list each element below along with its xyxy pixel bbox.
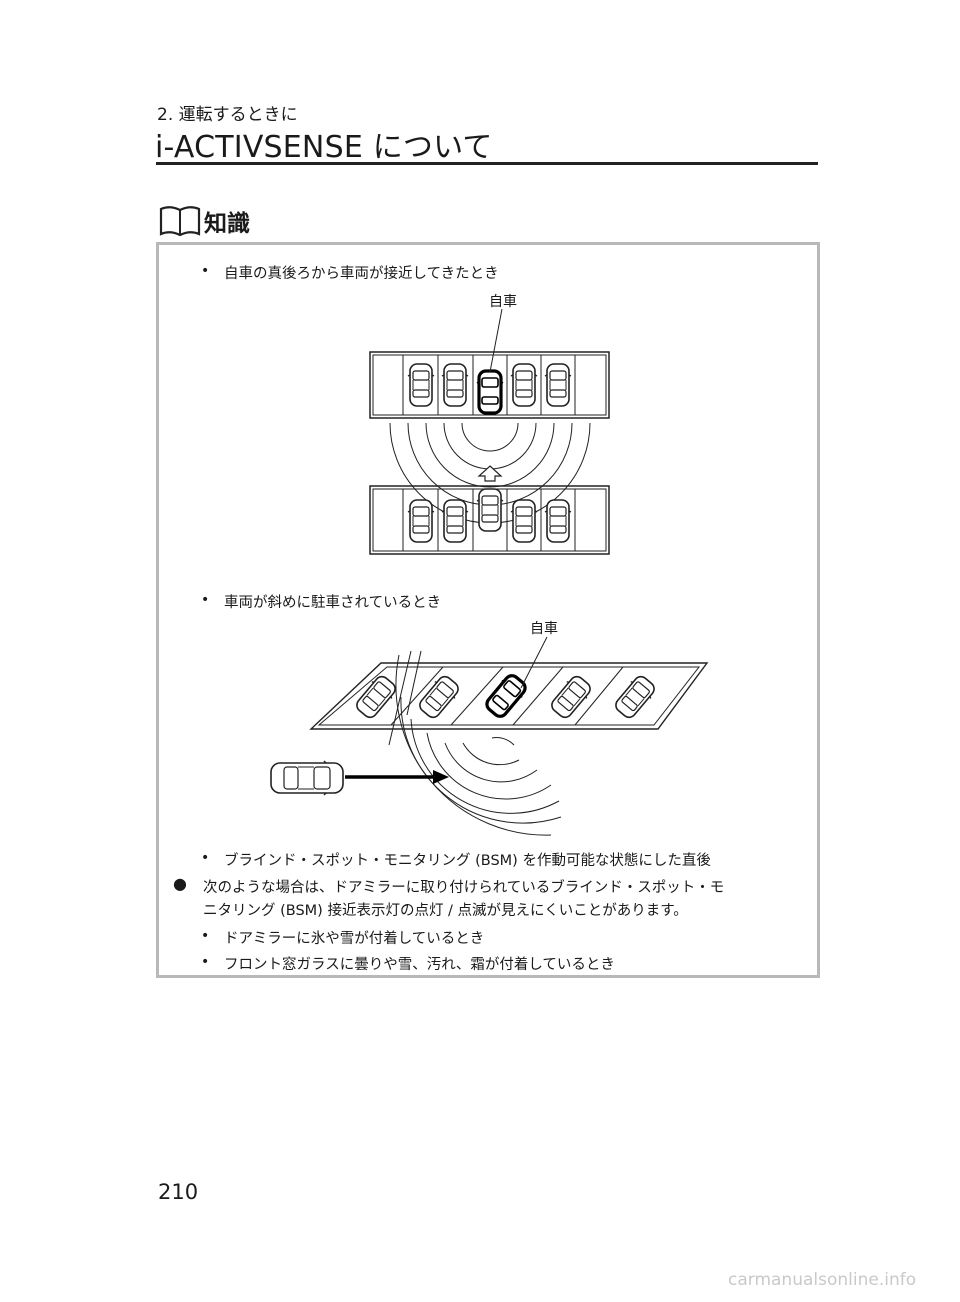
parking-diagrams <box>270 308 709 836</box>
item-angled-parking: 車両が斜めに駐車されているとき <box>224 595 442 611</box>
own-car-label-1: 自車 <box>489 294 517 310</box>
own-car-top <box>475 369 505 415</box>
label-pointer-2 <box>520 636 548 689</box>
sensor-arcs-angled <box>388 650 562 836</box>
sub-item-ice-snow: ドアミラーに氷や雪が付着しているとき <box>224 931 485 947</box>
main-text-line-2: ニタリング (BSM) 接近表示灯の点灯 / 点滅が見えにくいことがあります。 <box>203 903 688 919</box>
sub-item-windshield: フロント窓ガラスに曇りや雪、汚れ、霜が付着しているとき <box>224 957 615 973</box>
own-car-label-2: 自車 <box>530 621 558 637</box>
label-pointer-1 <box>489 308 503 373</box>
watermark: carmanualsonline.info <box>728 1270 917 1290</box>
approaching-car-rear <box>476 488 504 532</box>
bottom-parking-row <box>369 485 610 555</box>
bullet: • <box>201 928 210 944</box>
page-number: 210 <box>158 1180 199 1204</box>
approaching-car-side <box>270 760 344 796</box>
book-icon <box>159 206 201 237</box>
item-rear-approach: 自車の真後ろから車両が接近してきたとき <box>224 266 499 282</box>
page-title: i-ACTIVSENSE について <box>155 130 493 165</box>
title-divider <box>156 162 818 165</box>
main-text-line-1: 次のような場合は、ドアミラーに取り付けられているブラインド・スポット・モ <box>203 880 725 896</box>
bullet: • <box>201 263 210 279</box>
angled-parking-row <box>309 662 709 730</box>
top-parking-row <box>369 351 610 419</box>
note-header: 知識 <box>158 204 250 238</box>
note-box: • 自車の真後ろから車両が接近してきたとき 自車 <box>156 242 820 978</box>
own-car-angled <box>480 669 532 723</box>
approach-arrow-up <box>477 465 503 482</box>
bullet: • <box>201 954 210 970</box>
bullet: • <box>201 850 210 866</box>
main-bullet: ● <box>173 874 187 893</box>
bullet: • <box>201 592 210 608</box>
item-bsm-activation: ブラインド・スポット・モニタリング (BSM) を作動可能な状態にした直後 <box>224 853 711 869</box>
note-title: 知識 <box>204 211 250 237</box>
section-label: 2. 運転するときに <box>157 105 298 125</box>
